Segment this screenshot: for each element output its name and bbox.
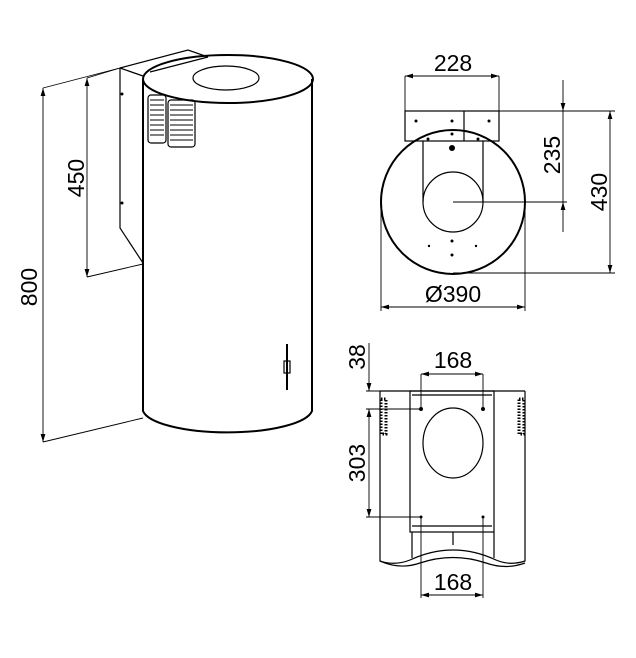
side-vents bbox=[379, 397, 526, 436]
wall-bracket bbox=[119, 68, 144, 264]
mounting-plate bbox=[409, 390, 495, 533]
dim-label-430: 430 bbox=[586, 173, 612, 211]
cylinder-body bbox=[142, 79, 313, 434]
top-outlet bbox=[192, 65, 260, 91]
vent-grille bbox=[147, 94, 196, 148]
cylinder-top bbox=[142, 54, 314, 104]
dim-label-diameter: Ø390 bbox=[425, 281, 481, 307]
bracket-top-plate bbox=[119, 49, 209, 77]
dim-label-800: 800 bbox=[16, 268, 42, 306]
top-view: 228 235 430 Ø390 bbox=[380, 50, 615, 311]
dim-label-450: 450 bbox=[63, 159, 89, 197]
rear-outlet bbox=[422, 407, 484, 479]
perspective-view: 450 800 bbox=[16, 49, 314, 443]
control-panel bbox=[283, 344, 291, 390]
dim-label-235: 235 bbox=[539, 136, 565, 174]
dim-label-168-top: 168 bbox=[434, 347, 472, 373]
dim-label-38: 38 bbox=[344, 344, 370, 370]
dim-label-168-bottom: 168 bbox=[434, 569, 472, 595]
dim-label-228: 228 bbox=[434, 50, 472, 76]
dim-label-303: 303 bbox=[344, 444, 370, 482]
top-bracket bbox=[404, 110, 500, 142]
rear-view: 168 38 303 168 bbox=[344, 343, 526, 598]
